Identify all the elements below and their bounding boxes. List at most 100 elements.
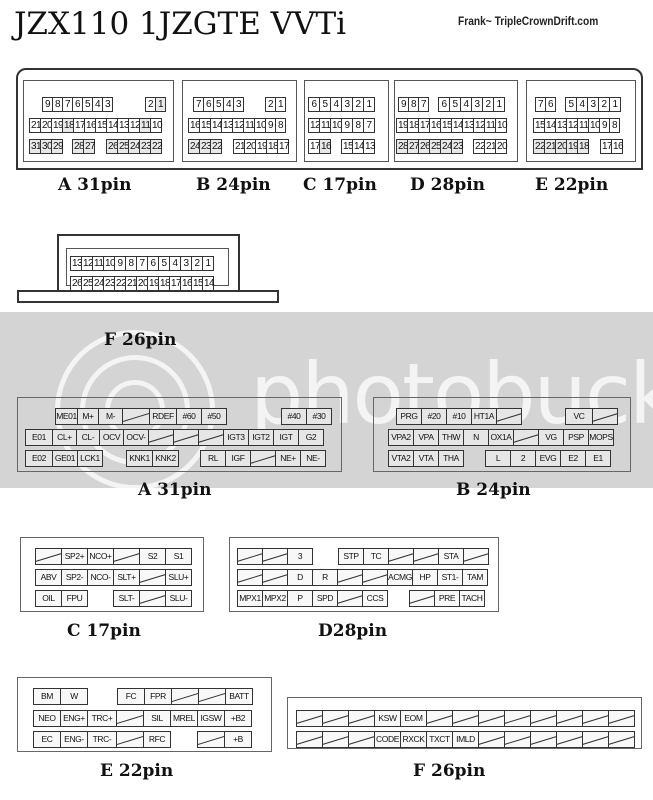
pin-number: 15: [533, 118, 546, 133]
pin-function: 3: [287, 548, 313, 565]
function-b-outline: [373, 397, 631, 472]
pin-function: VG: [538, 429, 564, 446]
pin-function: NCO+: [87, 548, 114, 565]
pin-number: 13: [462, 118, 475, 133]
pin-function: W: [60, 688, 88, 705]
pin-function-unused: [322, 710, 349, 727]
pin-number: 29: [51, 139, 64, 154]
connector-d-caption: D 28pin: [410, 175, 486, 195]
pin-function: R: [312, 569, 338, 586]
pin-number: 27: [407, 139, 420, 154]
pin-function-unused: [198, 429, 224, 446]
pin-function: MOPS: [588, 429, 614, 446]
pin-function: L: [485, 450, 511, 467]
pin-function: EVG: [535, 450, 561, 467]
connector-c-caption: C 17pin: [303, 175, 377, 195]
pin-function: TRC-: [87, 731, 117, 748]
pin-number: 3: [102, 97, 113, 112]
pin-function-unused: [362, 569, 388, 586]
pin-function: RFC: [143, 731, 171, 748]
function-d-outline: [229, 537, 499, 612]
pin-number: 6: [308, 97, 320, 112]
function-e-outline: [17, 677, 272, 752]
pin-function-unused: [337, 569, 363, 586]
pin-number: 4: [330, 97, 342, 112]
pin-function: OCV-: [123, 429, 149, 446]
pin-function-unused: [262, 569, 288, 586]
pin-number: 11: [243, 118, 255, 133]
pin-number: 2: [191, 256, 203, 271]
pin-function-unused: [496, 408, 522, 425]
pin-function: #10: [446, 408, 472, 425]
pin-function-unused: [348, 731, 375, 748]
pin-function: MPX2: [262, 590, 288, 607]
pin-function-unused: [409, 590, 435, 607]
pin-function: SLU-: [165, 590, 192, 607]
pin-function-unused: [556, 710, 583, 727]
pin-number: 24: [92, 276, 105, 291]
pin-number: 17: [277, 139, 290, 154]
pin-function: GE01: [52, 450, 78, 467]
pin-number: 1: [202, 256, 214, 271]
pin-function: P: [287, 590, 313, 607]
pin-function-unused: [530, 731, 557, 748]
function-f-outline: [287, 697, 642, 749]
function-a-outline: [17, 397, 342, 472]
pin-number: 23: [451, 139, 464, 154]
pin-function: M-: [98, 408, 123, 425]
pin-function-unused: [348, 710, 375, 727]
pin-function: IGF: [225, 450, 251, 467]
pin-function: TRC+: [87, 710, 117, 727]
pin-function: 2: [510, 450, 536, 467]
pin-function: ABV: [35, 569, 62, 586]
pin-function: TACH: [459, 590, 485, 607]
pin-function-unused: [237, 569, 263, 586]
pin-number: 26: [418, 139, 431, 154]
pin-function: E1: [585, 450, 611, 467]
pin-function-unused: [262, 548, 288, 565]
pin-function: LCK1: [77, 450, 103, 467]
pin-function: TXCT: [426, 731, 453, 748]
pin-function-unused: [296, 710, 323, 727]
pin-function-unused: [388, 548, 414, 565]
pin-function: THA: [438, 450, 464, 467]
pin-number: 13: [117, 118, 130, 133]
pin-function: IGT3: [223, 429, 249, 446]
pin-number: 8: [275, 118, 286, 133]
pin-function: N: [463, 429, 489, 446]
pin-function-unused: [173, 429, 199, 446]
pin-function: EOM: [400, 710, 427, 727]
pin-function-unused: [35, 548, 62, 565]
pin-function-unused: [237, 548, 263, 565]
pin-function-unused: [608, 710, 635, 727]
pin-function: ST1-: [437, 569, 463, 586]
pin-number: 5: [319, 97, 331, 112]
pin-function-unused: [556, 731, 583, 748]
connector-b-outline: [182, 80, 297, 162]
pin-function-unused: [296, 731, 323, 748]
pin-function: STA: [438, 548, 464, 565]
function-f-caption: F 26pin: [413, 761, 486, 781]
pin-function: RXCK: [400, 731, 427, 748]
pin-function-unused: [139, 590, 166, 607]
pin-function-unused: [608, 731, 635, 748]
pin-number: 1: [155, 97, 166, 112]
pin-function-unused: [452, 710, 479, 727]
pin-function: OCV: [99, 429, 124, 446]
connector-b-caption: B 24pin: [196, 175, 271, 195]
pin-function: RL: [200, 450, 226, 467]
pin-function: #60: [176, 408, 202, 425]
pin-function: PRG: [396, 408, 422, 425]
pin-function: ME01: [55, 408, 78, 425]
pin-function: KNK1: [126, 450, 153, 467]
pin-function: BM: [33, 688, 61, 705]
pin-function-unused: [513, 429, 539, 446]
pin-function: RDEF: [149, 408, 177, 425]
pin-function: SP2-: [61, 569, 88, 586]
pin-function: VC: [565, 408, 593, 425]
function-a-caption: A 31pin: [138, 480, 212, 500]
pin-function: S2: [139, 548, 166, 565]
pin-function-unused: [582, 731, 609, 748]
pin-function: PSP: [563, 429, 589, 446]
pin-function: IGT: [273, 429, 299, 446]
